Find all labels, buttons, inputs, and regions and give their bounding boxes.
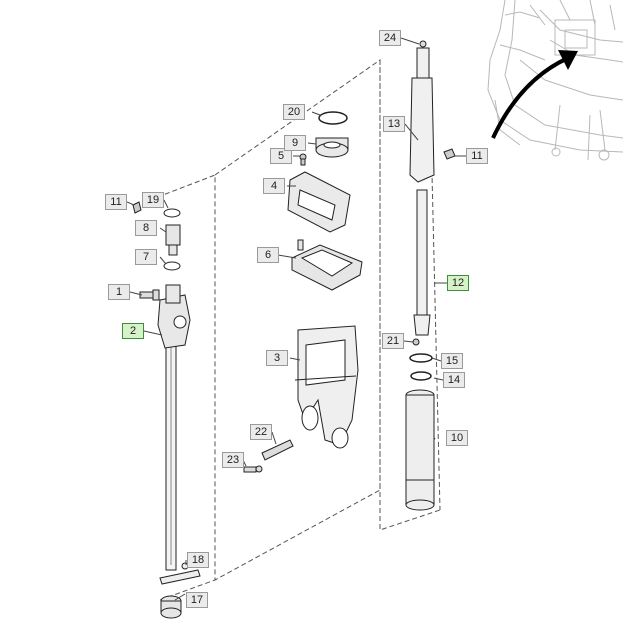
callout-11-right: 11 xyxy=(466,148,488,164)
callout-7: 7 xyxy=(135,249,157,265)
snap-ring-7 xyxy=(163,261,181,271)
callout-11-left: 11 xyxy=(105,194,127,210)
bolt-23 xyxy=(243,465,263,473)
callout-15: 15 xyxy=(441,353,463,369)
key-11-left xyxy=(132,201,142,214)
callout-20: 20 xyxy=(283,104,305,120)
ring-14 xyxy=(410,371,432,381)
callout-8: 8 xyxy=(135,220,157,236)
bearing-17 xyxy=(160,595,182,619)
o-ring-20 xyxy=(318,111,348,125)
bolt-1 xyxy=(139,289,160,301)
callout-14: 14 xyxy=(443,372,465,388)
callout-24: 24 xyxy=(379,30,401,46)
shaft-12 xyxy=(413,189,431,336)
callout-5: 5 xyxy=(270,148,292,164)
callout-3: 3 xyxy=(266,350,288,366)
location-arrow xyxy=(491,56,569,139)
callout-4: 4 xyxy=(263,178,285,194)
callout-9: 9 xyxy=(284,135,306,151)
ring-15 xyxy=(409,353,433,363)
frame-3 xyxy=(294,325,359,449)
bracket-22 xyxy=(261,439,294,461)
leader-lines xyxy=(126,37,466,601)
tube-10 xyxy=(405,389,435,511)
callout-23: 23 xyxy=(222,452,244,468)
callout-22: 22 xyxy=(250,424,272,440)
key-11-right xyxy=(443,148,456,160)
housing-6 xyxy=(291,239,363,291)
callout-17: 17 xyxy=(186,592,208,608)
callout-6: 6 xyxy=(257,247,279,263)
steering-shaft xyxy=(165,339,177,571)
callout-2: 2 xyxy=(122,323,144,339)
callout-13: 13 xyxy=(383,116,405,132)
shaft-13 xyxy=(409,40,435,183)
callout-10: 10 xyxy=(446,430,468,446)
location-arrow-head xyxy=(558,50,578,70)
callout-12: 12 xyxy=(447,275,469,291)
washer-21 xyxy=(412,338,420,346)
callout-19: 19 xyxy=(142,192,164,208)
snap-ring-19 xyxy=(163,208,181,218)
bracket-4 xyxy=(287,171,351,233)
universal-joint xyxy=(157,284,191,349)
callout-21: 21 xyxy=(382,333,404,349)
callout-18: 18 xyxy=(187,552,209,568)
bearing-9 xyxy=(315,137,349,158)
screw-5 xyxy=(299,153,307,166)
location-inset-machine xyxy=(487,0,623,161)
callout-1: 1 xyxy=(108,284,130,300)
pin-8 xyxy=(165,224,181,256)
